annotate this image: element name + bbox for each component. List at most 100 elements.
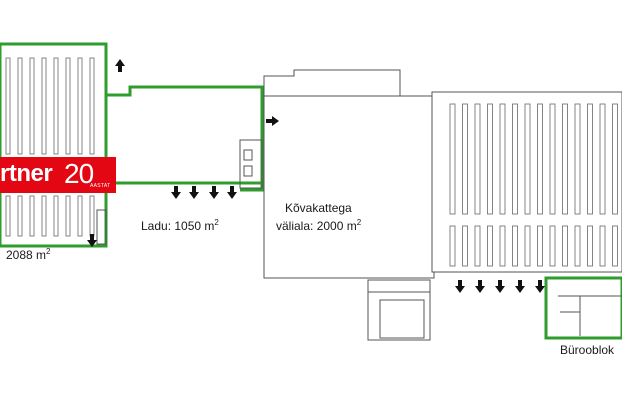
rack bbox=[549, 103, 556, 215]
down-arrow-icon-shaft bbox=[90, 234, 94, 240]
office-block-text: Bürooblok bbox=[560, 343, 615, 357]
office-block bbox=[544, 276, 622, 340]
middle-warehouse-label: Ladu: 1050 m2 bbox=[141, 219, 219, 234]
down-arrow-icon bbox=[209, 192, 219, 199]
route-upper bbox=[106, 85, 264, 98]
down-arrow-icon-shaft bbox=[458, 280, 462, 286]
down-arrow-icon-shaft bbox=[498, 280, 502, 286]
right-arrow-icon bbox=[272, 116, 279, 126]
rack bbox=[17, 195, 23, 237]
rack bbox=[524, 103, 531, 215]
rack bbox=[537, 103, 543, 215]
down-arrow-icon bbox=[495, 286, 505, 293]
hard-surface-line1: Kõvakattega bbox=[285, 201, 352, 215]
middle-warehouse-room bbox=[239, 139, 263, 189]
down-arrow-icon bbox=[515, 286, 525, 293]
rack bbox=[462, 103, 468, 215]
rack bbox=[29, 195, 35, 237]
rack bbox=[65, 57, 71, 155]
down-arrow-icon bbox=[171, 192, 181, 199]
office-block-outline bbox=[544, 276, 622, 340]
rack bbox=[499, 103, 506, 215]
rack bbox=[17, 57, 23, 155]
down-arrow-icon bbox=[227, 192, 237, 199]
down-arrow-icon bbox=[455, 286, 465, 293]
middle-warehouse-wc2 bbox=[243, 165, 253, 177]
rack bbox=[587, 225, 593, 267]
rack bbox=[53, 57, 59, 155]
left-warehouse-area-value: 2088 m bbox=[6, 248, 47, 262]
rack bbox=[449, 103, 456, 215]
middle-warehouse-wc bbox=[243, 149, 253, 161]
rack bbox=[5, 195, 11, 237]
left-warehouse-area-unit: 2 bbox=[46, 247, 51, 256]
rack bbox=[499, 225, 506, 267]
rack bbox=[65, 195, 71, 237]
down-arrow-icon-shaft bbox=[518, 280, 522, 286]
up-arrow-icon bbox=[115, 59, 125, 66]
route-vertical bbox=[240, 98, 264, 192]
hard-surface-label-line1: Kõvakattega bbox=[285, 201, 352, 216]
rack bbox=[5, 57, 11, 155]
rack bbox=[574, 103, 581, 215]
middle-warehouse-value: Ladu: 1050 m bbox=[141, 219, 215, 233]
rack bbox=[512, 225, 518, 267]
rack bbox=[599, 103, 606, 215]
rack bbox=[449, 225, 456, 267]
middle-warehouse-unit: 2 bbox=[214, 218, 219, 227]
hard-surface-unit: 2 bbox=[356, 218, 362, 227]
hard-surface-label-line2: väliala: 2000 m2 bbox=[276, 219, 361, 234]
rack bbox=[612, 103, 618, 215]
hard-surface-outline bbox=[263, 95, 435, 279]
rack bbox=[474, 103, 481, 215]
down-arrow-icon-shaft bbox=[192, 186, 196, 192]
right-warehouse-racks bbox=[449, 103, 618, 267]
logo-subtext: AASTAT bbox=[90, 183, 111, 189]
left-warehouse bbox=[0, 42, 108, 248]
right-warehouse-outline bbox=[431, 91, 622, 273]
rack bbox=[574, 225, 581, 267]
rack bbox=[487, 225, 493, 267]
down-arrow-icon bbox=[189, 192, 199, 199]
access-arrows bbox=[87, 59, 545, 293]
rack bbox=[549, 225, 556, 267]
left-warehouse-side-room bbox=[96, 209, 107, 245]
rack bbox=[89, 57, 95, 155]
rack bbox=[612, 225, 618, 267]
route-lines bbox=[106, 85, 264, 192]
bottom-building bbox=[367, 279, 431, 341]
rack bbox=[29, 57, 35, 155]
right-warehouse bbox=[431, 91, 622, 273]
left-warehouse-area-label: 2088 m2 bbox=[6, 248, 50, 263]
right-arrow-icon-shaft bbox=[266, 119, 272, 123]
rack bbox=[524, 225, 531, 267]
logo-number: 20 bbox=[64, 158, 94, 189]
rack bbox=[462, 225, 468, 267]
middle-warehouse bbox=[239, 139, 263, 189]
bottom-building-inner bbox=[379, 299, 425, 339]
down-arrow-icon-shaft bbox=[174, 186, 178, 192]
rack bbox=[77, 57, 83, 155]
rack bbox=[562, 225, 568, 267]
down-arrow-icon bbox=[87, 240, 97, 247]
rack bbox=[587, 103, 593, 215]
rack bbox=[41, 195, 47, 237]
up-arrow-icon-shaft bbox=[118, 66, 122, 72]
company-logo: rtner 20 AASTAT bbox=[0, 157, 116, 193]
rack bbox=[537, 225, 543, 267]
rack bbox=[474, 225, 481, 267]
bottom-building-outline bbox=[367, 279, 431, 341]
down-arrow-icon bbox=[475, 286, 485, 293]
rack bbox=[487, 103, 493, 215]
down-arrow-icon bbox=[535, 286, 545, 293]
down-arrow-icon-shaft bbox=[212, 186, 216, 192]
rack bbox=[512, 103, 518, 215]
left-warehouse-racks bbox=[5, 57, 95, 237]
rack bbox=[53, 195, 59, 237]
rack bbox=[562, 103, 568, 215]
hard-surface-line2: väliala: 2000 m bbox=[276, 219, 357, 233]
down-arrow-icon-shaft bbox=[538, 280, 542, 286]
hard-surface-area bbox=[263, 69, 435, 279]
office-block-label: Bürooblok bbox=[560, 343, 614, 358]
